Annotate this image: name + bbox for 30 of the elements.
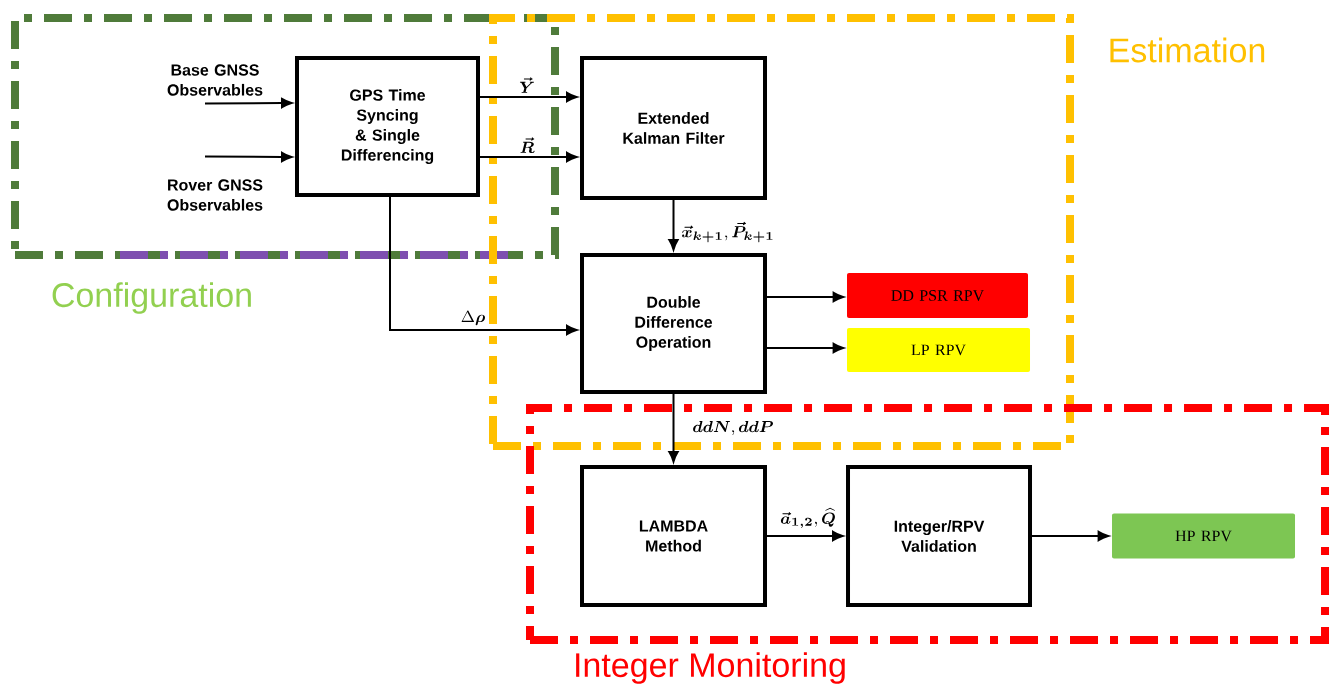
arrow [668,393,679,463]
region-heading: Configuration [52,282,251,314]
edge-label: $\boldsymbol{\vec{Y}}$ [517,75,537,95]
arrow [766,342,844,354]
process-box: Extended Kalman Filter [580,56,767,200]
edge-label: $\boldsymbol{ddN}, \boldsymbol{ddP}$ [690,418,776,438]
output-box: DD PSR RPV [847,273,1028,318]
output-box: LP RPV [847,328,1030,372]
arrow [1031,530,1109,542]
arrow [389,196,578,336]
arrow [668,199,679,251]
arrow [204,97,293,109]
arrow [766,291,844,303]
process-box: Double Difference Operation [580,253,767,394]
region-heading: Integer Monitoring [576,652,845,684]
edge-label: $\boldsymbol{\vec{a}_{1,2}}, \boldsymbol{\widehat{Q}}$ [778,506,838,530]
input-label: Rover GNSS Observables [167,179,263,211]
output-box: HP RPV [1112,513,1295,559]
edge-label: $\boldsymbol{\vec{R}}$ [517,135,537,155]
edge-label: $\Delta\boldsymbol{\rho}$ [458,309,488,328]
process-box: GPS Time Syncing & Single Differencing [295,56,480,197]
edge-label: $\boldsymbol{\vec{x}_{k+1}}, \boldsymbol{\vec{P}_{k+1}}$ [679,219,777,245]
arrow [479,151,578,163]
arrow [766,530,844,542]
process-box: Integer/RPV Validation [846,465,1032,607]
arrow [204,151,293,163]
process-box: LAMBDA Method [580,465,767,607]
input-label: Base GNSS Observables [167,64,263,96]
arrow [479,91,578,103]
region-heading: Estimation [1110,37,1265,63]
